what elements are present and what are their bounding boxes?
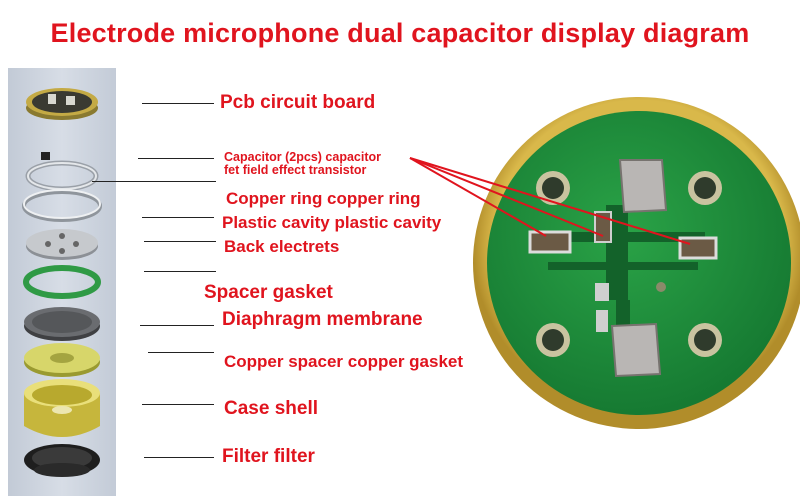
- leader-line-fet: [92, 181, 216, 182]
- copper-spacer-part: [24, 343, 100, 377]
- spacer-gasket-part: [23, 265, 101, 299]
- leader-line-capacitor: [138, 158, 214, 159]
- fet-part: [41, 152, 50, 160]
- label-diaphragm-membrane: Diaphragm membrane: [222, 309, 423, 330]
- exploded-component-stack: [8, 68, 116, 496]
- pcb-solder-pads: [610, 159, 668, 378]
- label-back-electret: Back electrets: [224, 237, 340, 256]
- leader-line-copper-spacer: [148, 352, 214, 353]
- filter-part: [24, 444, 100, 477]
- pcb-through-holes: [536, 171, 722, 357]
- fet-pin: [596, 310, 608, 332]
- label-filter: Filter filter: [222, 446, 315, 467]
- pointer-lines: [409, 157, 691, 245]
- label-spacer-gasket: Spacer gasket: [204, 282, 333, 303]
- label-capacitor: Capacitor (2pcs) capacitor: [224, 150, 381, 164]
- exploded-stack-illustration: [22, 88, 102, 477]
- leader-line-back-electret: [144, 241, 216, 242]
- label-case-shell: Case shell: [224, 398, 318, 419]
- leader-line-pcb: [142, 103, 214, 104]
- pcb-board-part: [26, 88, 98, 120]
- label-pcb-circuit-board: Pcb circuit board: [220, 92, 376, 113]
- capacitor-component-left: [528, 230, 572, 254]
- diagram-title: Electrode microphone dual capacitor disp…: [50, 18, 750, 48]
- label-copper-spacer: Copper spacer copper gasket: [224, 352, 464, 371]
- fet-pin: [595, 283, 609, 301]
- leader-line-spacer-gasket: [144, 271, 216, 272]
- label-copper-ring: Copper ring copper ring: [226, 189, 421, 208]
- case-shell-part: [24, 379, 100, 437]
- capacitor-component-right: [678, 236, 718, 260]
- leader-line-diaphragm: [140, 325, 214, 326]
- leader-line-filter: [144, 457, 214, 458]
- back-electret-part: [26, 229, 98, 260]
- label-fet-transistor: fet field effect transistor: [224, 163, 367, 177]
- label-plastic-cavity: Plastic cavity plastic cavity: [222, 213, 442, 232]
- leader-line-plastic-cavity: [142, 217, 214, 218]
- leader-line-case-shell: [142, 404, 214, 405]
- diaphragm-part: [24, 307, 100, 341]
